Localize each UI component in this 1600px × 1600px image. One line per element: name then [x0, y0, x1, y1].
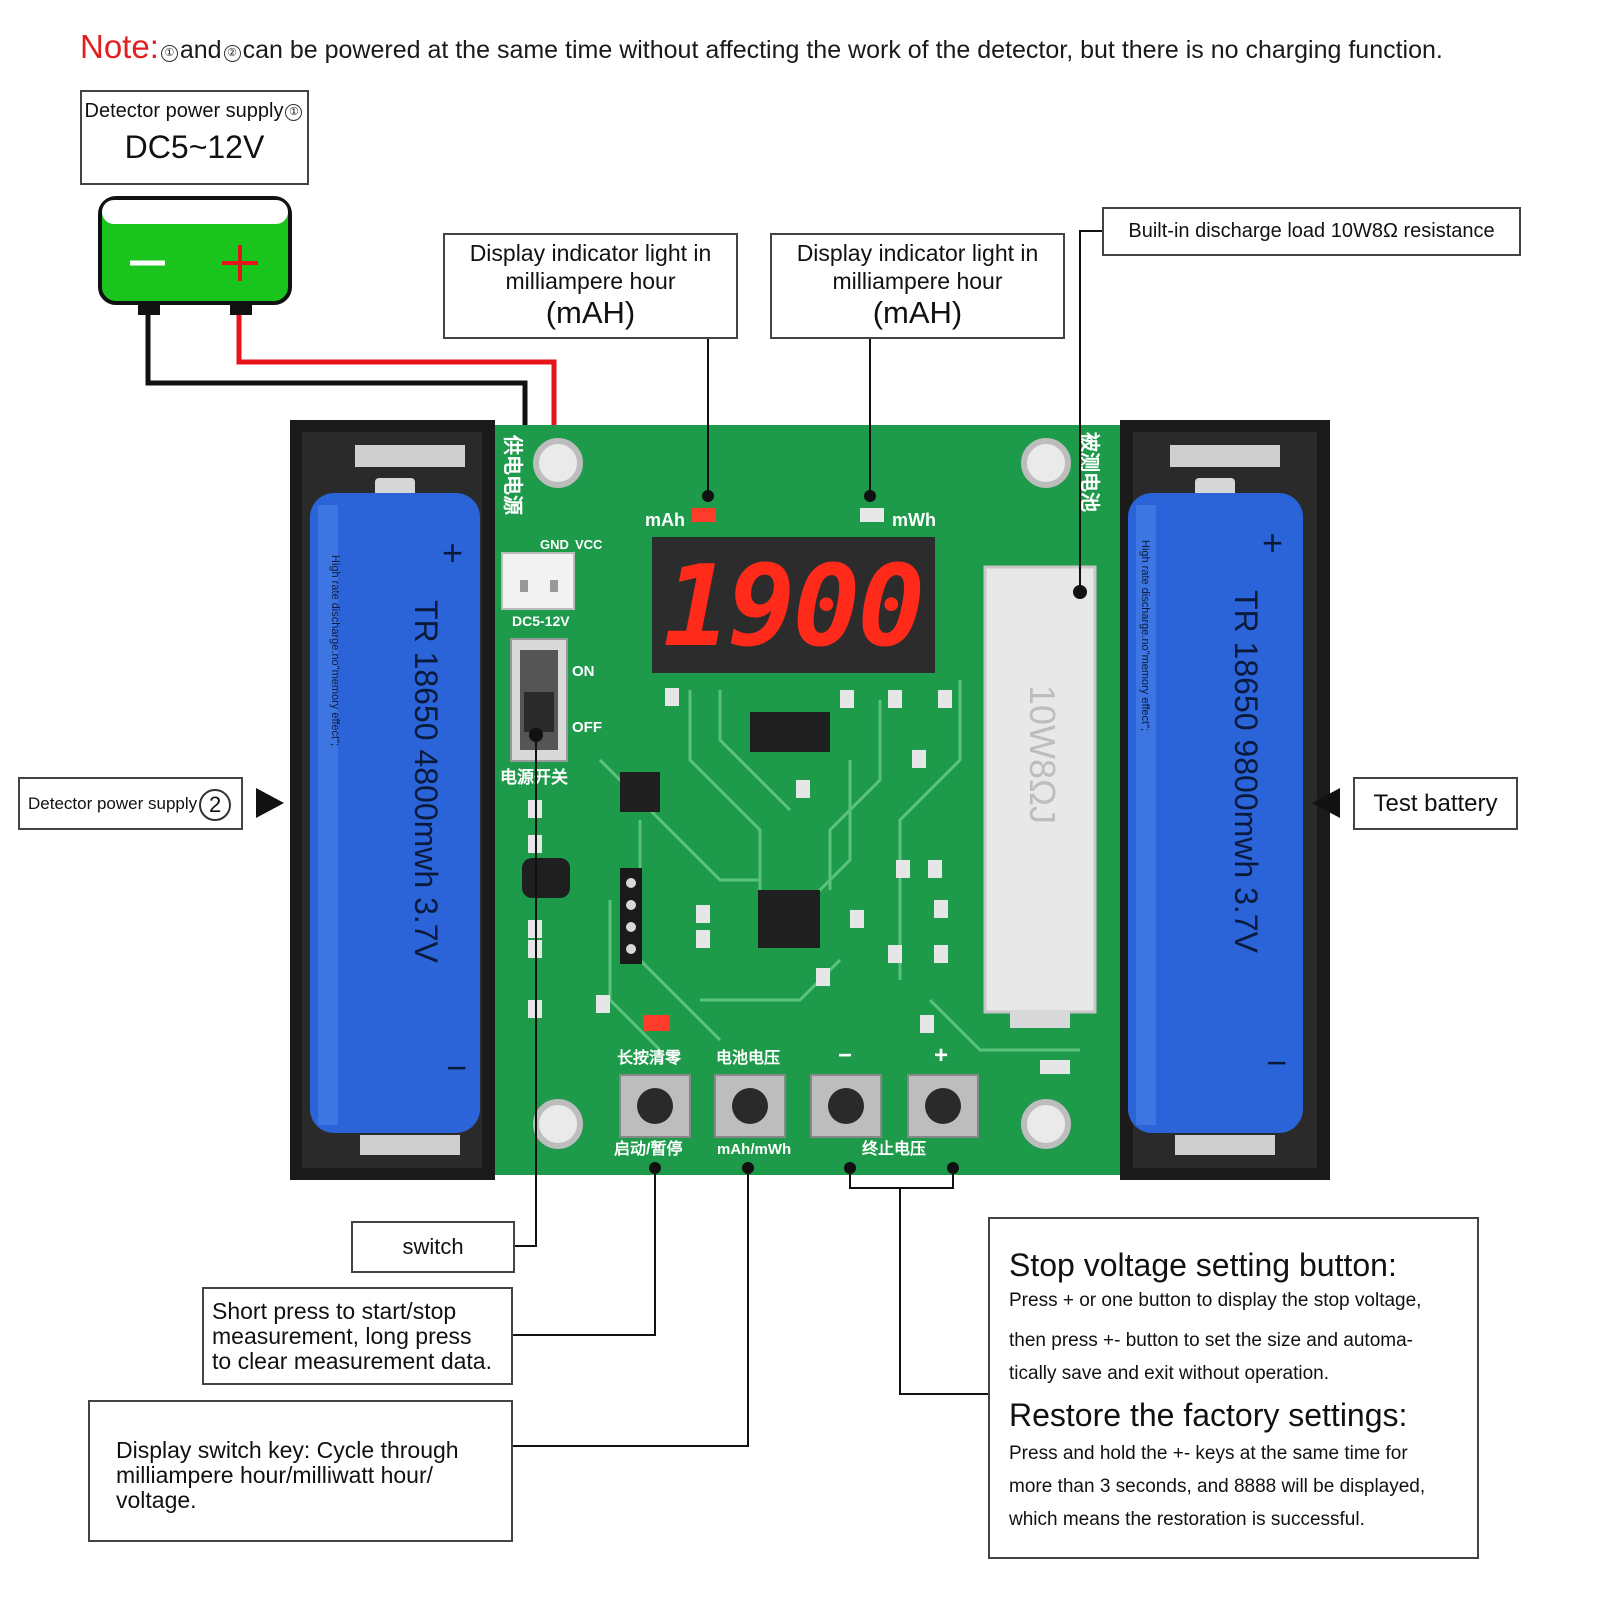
test-battery-box: Test battery [1353, 777, 1518, 830]
battery-cn-label: 被测电池 [1078, 432, 1102, 512]
note-text: can be powered at the same time without … [242, 36, 1443, 64]
led-mwh [860, 508, 884, 522]
indicator-mwh-box: Display indicator light in milliampere h… [770, 233, 1065, 339]
callout-lines [513, 230, 1102, 1447]
indicator-mah-line2: milliampere hour [505, 268, 676, 294]
header-pins [620, 868, 642, 964]
supply1-marker: ① [285, 104, 303, 121]
start-stop-line2: measurement, long press [212, 1323, 472, 1349]
connector-gnd-label: GND [540, 537, 569, 552]
right-battery-plus: + [1262, 522, 1283, 563]
indicator-mwh-line3: (mAH) [872, 295, 963, 330]
transistor [522, 858, 570, 898]
right-battery [1120, 420, 1330, 1180]
switch-off-label: OFF [572, 719, 602, 736]
factory-line1: Press and hold the +- keys at the same t… [1009, 1443, 1408, 1464]
left-battery-small-text: High rate discharge.no"memory effect"; [329, 555, 341, 746]
left-battery-minus: − [446, 1047, 467, 1088]
connector-volt-label: DC5-12V [512, 613, 570, 629]
switch-label-box: switch [351, 1221, 515, 1273]
callout-dots [529, 490, 1087, 1174]
start-stop-line3: to clear measurement data. [212, 1348, 492, 1374]
btn3-top-label: − [838, 1042, 852, 1069]
left-battery [290, 420, 495, 1180]
right-battery-text: TR 18650 9800mwh 3.7V [1228, 590, 1264, 954]
display-switch-line3: voltage. [116, 1487, 197, 1513]
power-switch-cn: 电源开关 [500, 767, 568, 787]
btn34-bottom-label: 终止电压 [862, 1139, 926, 1158]
test-battery-arrow-icon [1312, 788, 1340, 818]
supply2-label: Detector power supply [28, 794, 198, 813]
led-mah-label: mAh [645, 510, 685, 530]
stop-voltage-line1: Press + or one button to display the sto… [1009, 1290, 1422, 1311]
factory-line3: which means the restoration is successfu… [1009, 1509, 1365, 1530]
supply-cn-label: 供电电源 [501, 434, 525, 515]
start-stop-line1: Short press to start/stop [212, 1298, 457, 1324]
stop-voltage-title: Stop voltage setting button: [1009, 1247, 1397, 1283]
stop-voltage-line3: tically save and exit without operation. [1009, 1363, 1330, 1384]
indicator-mah-line3: (mAH) [545, 295, 636, 330]
supply1-voltage: DC5~12V [124, 129, 265, 165]
btn2-top-label: 电池电压 [716, 1048, 780, 1067]
resistor-label-box: Built-in discharge load 10W8Ω resistance [1102, 207, 1521, 256]
factory-line2: more than 3 seconds, and 8888 will be di… [1009, 1476, 1426, 1497]
note-and: and [179, 36, 222, 64]
marker-1: ① [160, 45, 178, 62]
buttons [619, 1074, 979, 1138]
stop-voltage-line2: then press +- button to set the size and… [1009, 1330, 1413, 1351]
resistor-label: Built-in discharge load 10W8Ω resistance [1128, 220, 1495, 242]
segment-display-frame [652, 537, 935, 673]
indicator-mwh-line1: Display indicator light in [796, 240, 1039, 266]
switch-label: switch [402, 1234, 464, 1259]
display-switch-line1: Display switch key: Cycle through [116, 1437, 459, 1463]
chip-left [620, 772, 660, 812]
chip-upper [750, 712, 830, 752]
segment-display-value: 1900 [663, 542, 925, 672]
mounting-holes [533, 438, 1071, 1149]
factory-title: Restore the factory settings: [1009, 1397, 1408, 1433]
power-slide-switch [510, 638, 568, 762]
left-battery-text: TR 18650 4800mwh 3.7V [408, 600, 444, 964]
indicator-mwh-line2: milliampere hour [832, 268, 1003, 294]
marker-2: ② [223, 45, 241, 62]
switch-on-label: ON [572, 663, 595, 680]
btn1-top-label: 长按清零 [617, 1048, 682, 1067]
smd-components [528, 688, 1070, 1074]
test-battery-label: Test battery [1373, 790, 1498, 817]
display-switch-line2: milliampere hour/milliwatt hour/ [116, 1462, 433, 1488]
right-battery-small-text: High rate discharge.no"memory effect"; [1139, 540, 1151, 731]
supply1-label: Detector power supply [84, 100, 284, 122]
start-stop-box: Short press to start/stop measurement, l… [202, 1287, 513, 1385]
indicator-mah-box: Display indicator light in milliampere h… [443, 233, 738, 339]
load-resistor [983, 565, 1097, 1028]
settings-box: Stop voltage setting button: Press + or … [988, 1217, 1479, 1559]
chip-main [758, 890, 820, 948]
display-switch-box: Display switch key: Cycle through millia… [88, 1400, 513, 1542]
resistor-marking: 10W8ΩJ [1022, 685, 1063, 824]
left-battery-plus: + [442, 532, 463, 573]
indicator-mah-line1: Display indicator light in [469, 240, 712, 266]
status-led [643, 1015, 669, 1031]
power-battery-icon [98, 196, 292, 315]
led-mah [692, 508, 716, 522]
power-connector [501, 552, 575, 610]
supply2-arrow-icon [256, 788, 284, 818]
btn4-top-label: + [934, 1042, 948, 1069]
led-mwh-label: mWh [892, 510, 936, 530]
btn2-bottom-label: mAh/mWh [717, 1141, 791, 1158]
right-battery-minus: − [1266, 1042, 1287, 1083]
note-key: Note: [80, 28, 159, 65]
supply2-marker: 2 [199, 788, 232, 821]
connector-vcc-label: VCC [575, 537, 603, 552]
btn1-bottom-label: 启动/暂停 [614, 1139, 682, 1158]
